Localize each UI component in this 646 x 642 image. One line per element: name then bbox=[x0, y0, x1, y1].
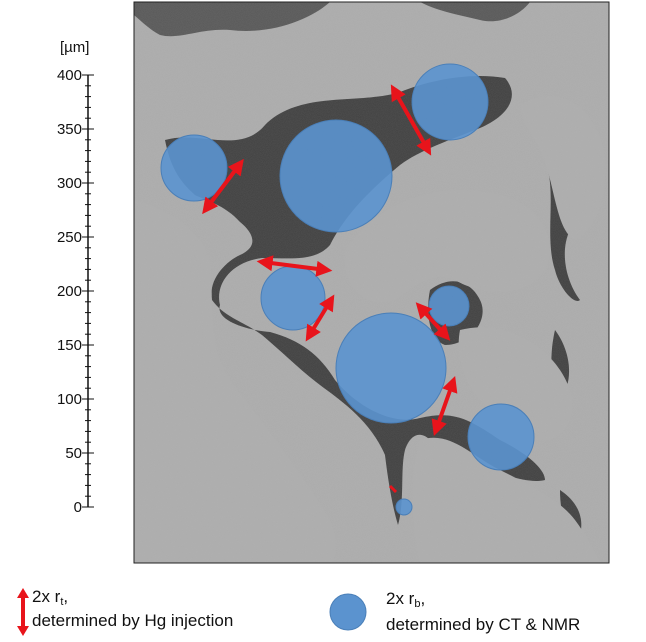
pore-body-circle bbox=[395, 498, 413, 516]
throat-arrow bbox=[390, 84, 432, 156]
pore-body-circle bbox=[467, 403, 535, 471]
pore-body-circle bbox=[260, 265, 326, 331]
pore-throats bbox=[202, 84, 458, 494]
scale-tick-label: 50 bbox=[65, 445, 82, 462]
throat-label-prefix: 2x r bbox=[32, 587, 61, 606]
scale-tick-label: 0 bbox=[74, 499, 82, 516]
throat-label-sub: t bbox=[60, 596, 64, 608]
throat-label-suffix: , bbox=[63, 587, 69, 606]
throat-arrow bbox=[431, 375, 458, 437]
scale-tick-label: 150 bbox=[57, 337, 82, 354]
double-headed-vertical-arrow-icon bbox=[17, 588, 29, 636]
image-frame bbox=[133, 1, 610, 564]
scale-tick-label: 350 bbox=[57, 121, 82, 138]
scale-tick-label: 200 bbox=[57, 283, 82, 300]
grain-texture bbox=[134, 2, 609, 563]
pore-body-circle bbox=[428, 285, 470, 327]
scale-unit: [µm] bbox=[60, 39, 89, 56]
scale-tick-label: 100 bbox=[57, 391, 82, 408]
scale-tick-label: 250 bbox=[57, 229, 82, 246]
filled-circle-icon bbox=[329, 593, 367, 631]
throat-arrow bbox=[388, 484, 398, 494]
pore-body-circle bbox=[279, 119, 393, 233]
pore-bodies bbox=[160, 63, 535, 516]
scale-bar: [µm] 400 350 300 250 200 150 100 50 0 bbox=[57, 39, 94, 516]
body-label-prefix: 2x r bbox=[386, 589, 415, 608]
throat-arrow bbox=[256, 255, 333, 277]
body-method: determined by CT & NMR bbox=[386, 615, 581, 634]
pore-body-circle bbox=[411, 63, 489, 141]
body-label-suffix: , bbox=[420, 589, 426, 608]
scale-tick-label: 300 bbox=[57, 175, 82, 192]
pore-body-circle bbox=[335, 312, 447, 424]
throat-arrow bbox=[305, 294, 335, 342]
throat-arrow bbox=[415, 302, 451, 341]
throat-method: determined by Hg injection bbox=[32, 611, 234, 630]
scale-tick-label: 400 bbox=[57, 67, 82, 84]
body-label-sub: b bbox=[414, 598, 421, 610]
throat-arrow bbox=[202, 158, 244, 215]
ct-image bbox=[134, 2, 609, 563]
